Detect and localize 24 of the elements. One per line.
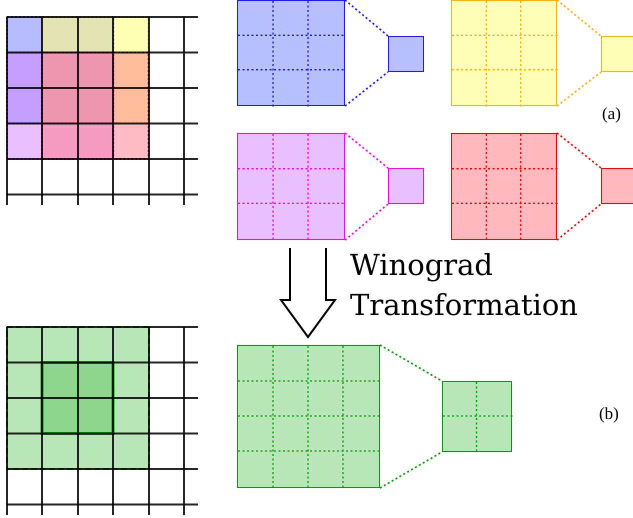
dotted-line: [344, 203, 389, 241]
output-box: [388, 168, 424, 204]
output-box: [601, 168, 633, 204]
edge-label: Winograd Transformation: [350, 247, 579, 324]
dotted-line: [344, 0, 389, 37]
tile-box: [237, 0, 345, 106]
transformation-arrow: [279, 247, 337, 339]
dotted-line: [556, 71, 602, 107]
tile-box: [442, 381, 512, 452]
dotted-line: [380, 451, 442, 489]
dotted-line: [344, 132, 388, 169]
dotted-line: [556, 203, 602, 241]
tile-box: [237, 133, 345, 240]
dotted-line: [556, 132, 602, 169]
panel-label: (a): [602, 104, 621, 124]
tile-box: [451, 0, 557, 106]
dotted-line: [380, 344, 442, 382]
panel-label: (b): [599, 404, 619, 424]
output-box: [388, 36, 424, 72]
dotted-line: [556, 0, 602, 37]
output-box: [601, 36, 633, 72]
tile-box: [451, 133, 557, 240]
tile-box: [237, 345, 380, 488]
dotted-line: [344, 71, 388, 107]
